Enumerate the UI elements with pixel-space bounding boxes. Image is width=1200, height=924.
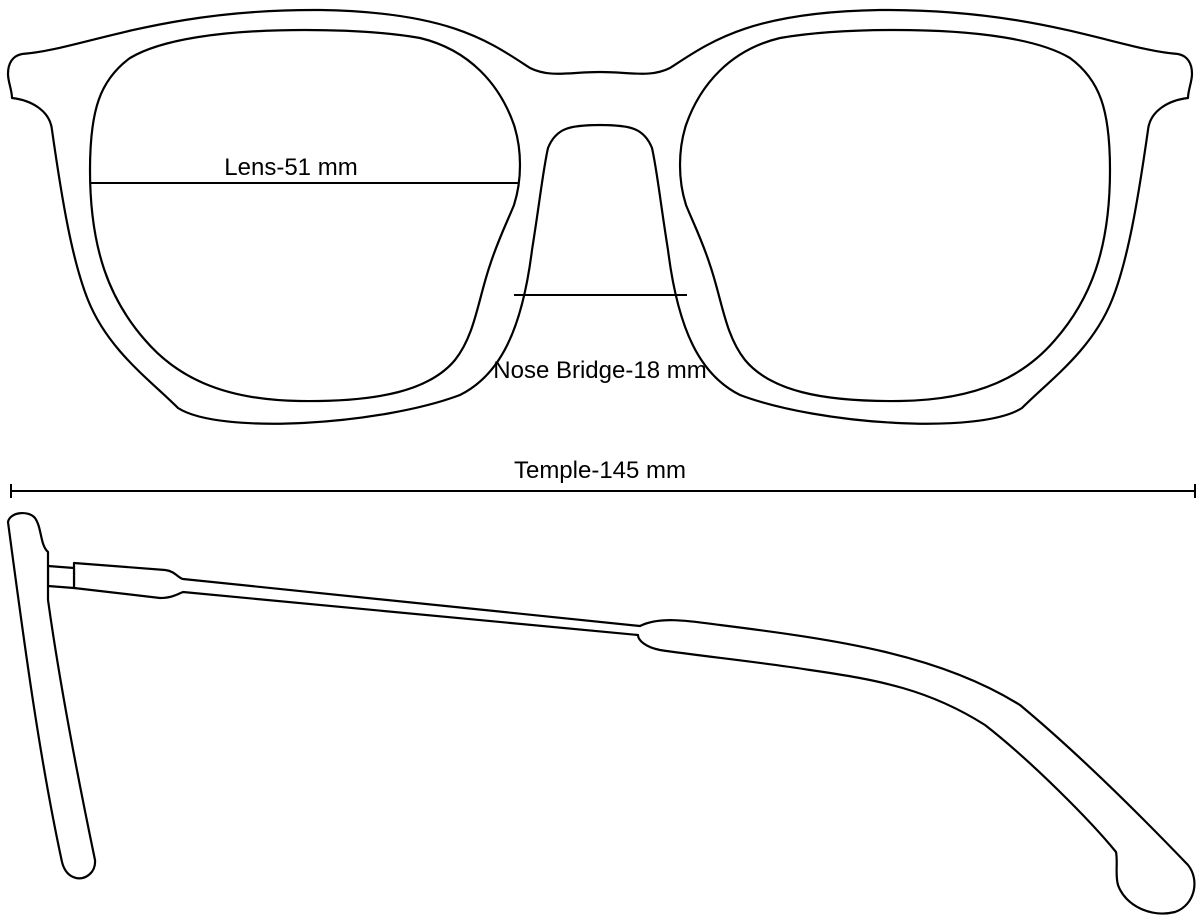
side-view [6,512,1196,915]
front-view: Lens-51 mm Nose Bridge-18 mm [6,8,1194,425]
right-lens-outline [678,28,1112,403]
temple-arm-outline [72,561,1196,915]
temple-dimension: Temple-145 mm [10,457,1196,498]
lens-label: Lens-51 mm [224,154,357,181]
frame-side-outline [6,512,97,880]
left-lens-outline [88,28,522,403]
nose-bridge-label: Nose Bridge-18 mm [493,357,706,384]
hinge-outline [46,564,76,590]
temple-label: Temple-145 mm [514,457,686,484]
